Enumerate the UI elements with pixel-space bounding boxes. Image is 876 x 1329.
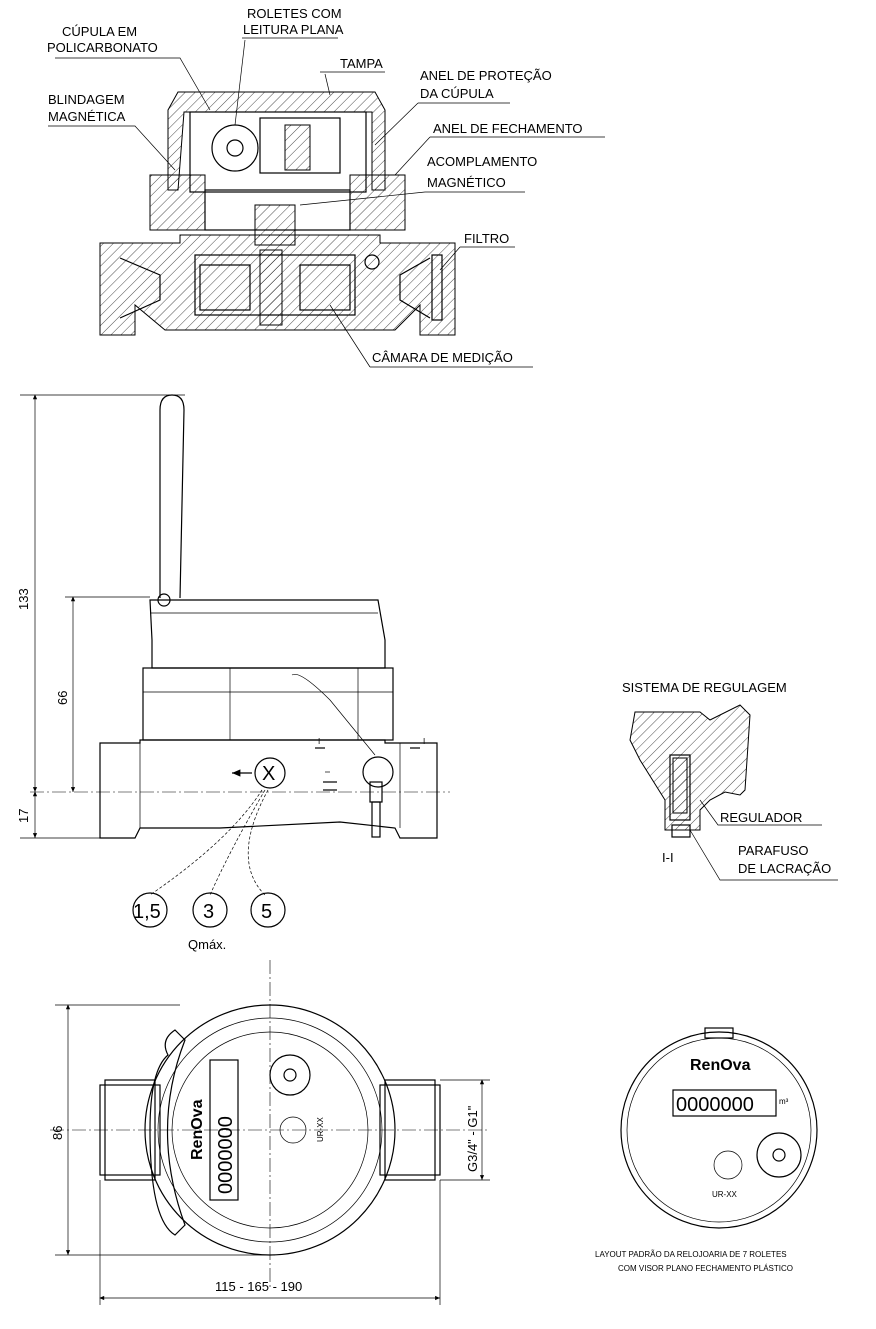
flow-value-3: 5 xyxy=(261,901,272,923)
label-camara: CÂMARA DE MEDIÇÃO xyxy=(372,350,513,365)
dim-133: 133 xyxy=(16,588,31,610)
flow-label: Qmáx. xyxy=(188,937,226,952)
label-roletes-1: ROLETES COM xyxy=(247,6,342,21)
section-view: CÚPULA EM POLICARBONATO ROLETES COM LEIT… xyxy=(47,6,605,368)
dim-thread: G3/4" - G1" xyxy=(465,1105,480,1172)
label-tampa: TAMPA xyxy=(340,56,383,71)
flow-value-1: 1,5 xyxy=(133,901,161,923)
dial-caption-1: LAYOUT PADRÃO DA RELOJOARIA DE 7 ROLETES xyxy=(595,1250,787,1259)
label-acoplamento-2: MAGNÉTICO xyxy=(427,175,506,190)
section-mark-right: I xyxy=(423,737,425,746)
label-regulador: REGULADOR xyxy=(720,810,802,825)
flow-value-2: 3 xyxy=(203,901,214,923)
dial-caption-2: COM VISOR PLANO FECHAMENTO PLÁSTICO xyxy=(618,1264,793,1273)
label-roletes-2: LEITURA PLANA xyxy=(243,22,344,37)
dim-86: 86 xyxy=(50,1126,65,1140)
label-filtro: FILTRO xyxy=(464,231,509,246)
top-model: UR-XX xyxy=(316,1116,325,1142)
dial-unit: m³ xyxy=(779,1097,789,1106)
side-view: X I I 133 66 17 1,5 3 5 Qmáx. xyxy=(16,394,450,952)
dial-layout: RenOva 0000000 m³ UR-XX LAYOUT PADRÃO DA… xyxy=(595,1027,818,1273)
regulation-title: SISTEMA DE REGULAGEM xyxy=(622,680,787,695)
flow-symbol: X xyxy=(262,763,275,785)
regulation-detail: SISTEMA DE REGULAGEM REGULADOR PARAFUSO … xyxy=(622,680,838,881)
label-acoplamento-1: ACOMPLAMENTO xyxy=(427,154,537,169)
dim-17: 17 xyxy=(16,809,31,823)
dial-brand: RenOva xyxy=(690,1057,751,1074)
top-view: 0000000 RenOva UR-XX 86 G3/4" - G1" 115 … xyxy=(50,960,490,1305)
label-cupula-2: POLICARBONATO xyxy=(47,40,158,55)
top-digits: 0000000 xyxy=(215,1116,237,1194)
label-parafuso-1: PARAFUSO xyxy=(738,843,809,858)
label-anel-protecao-2: DA CÚPULA xyxy=(420,86,494,101)
label-anel-protecao-1: ANEL DE PROTEÇÃO xyxy=(420,68,552,83)
dim-66: 66 xyxy=(55,691,70,705)
label-blindagem-2: MAGNÉTICA xyxy=(48,109,126,124)
label-cupula-1: CÚPULA EM xyxy=(62,24,137,39)
section-mark-left: I xyxy=(318,737,320,746)
label-anel-fechamento: ANEL DE FECHAMENTO xyxy=(433,121,583,136)
dial-digits: 0000000 xyxy=(676,1094,754,1116)
label-blindagem-1: BLINDAGEM xyxy=(48,92,125,107)
section-label: I-I xyxy=(662,850,674,865)
label-parafuso-2: DE LACRAÇÃO xyxy=(738,861,831,876)
dim-length: 115 - 165 - 190 xyxy=(215,1279,302,1294)
top-brand: RenOva xyxy=(189,1099,206,1160)
dial-model: UR-XX xyxy=(712,1190,738,1199)
